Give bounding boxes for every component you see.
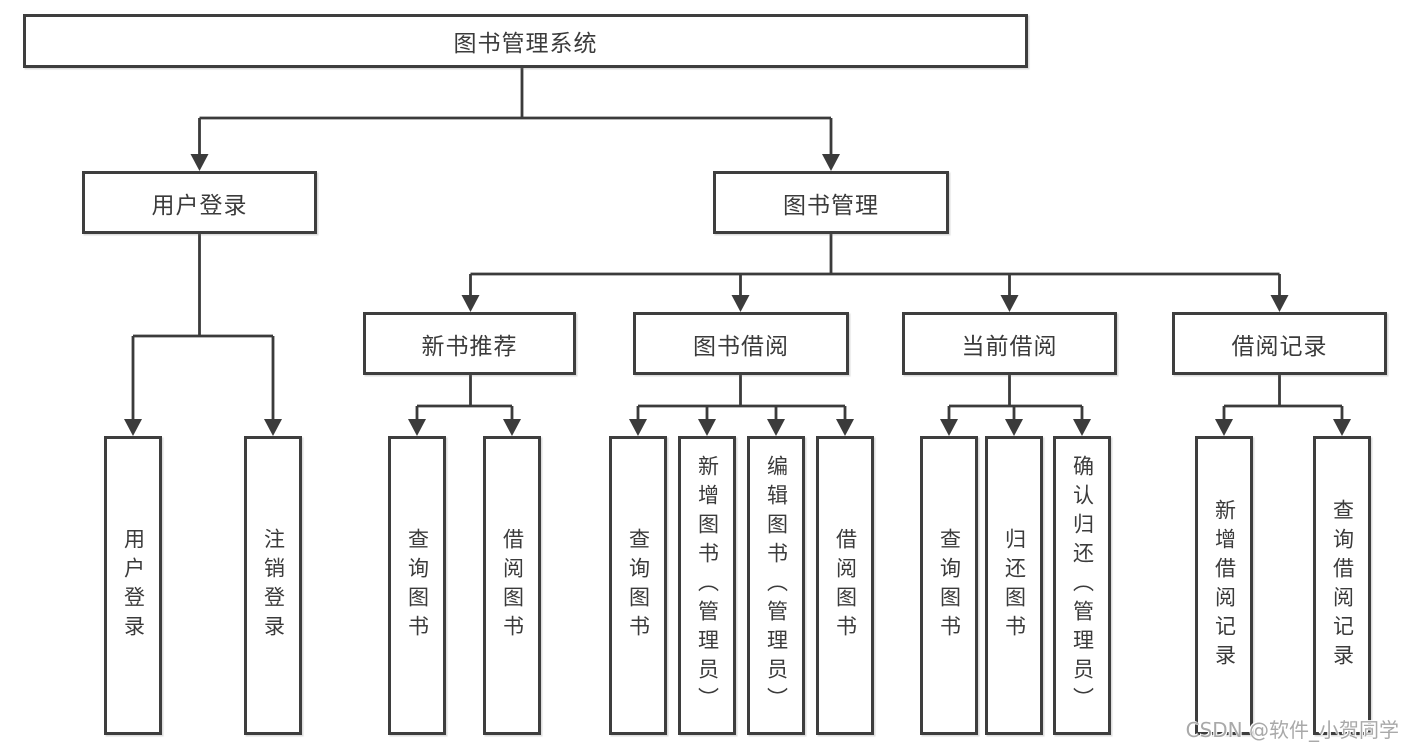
edge-book-management-to-level3 xyxy=(461,234,1289,312)
edge-recommend-to-leaves xyxy=(408,375,521,436)
node-leaf-logout: 注销登录 xyxy=(244,436,302,735)
node-label: 归还图书 xyxy=(1002,527,1027,644)
node-leaf-recommend-query-books: 查询图书 xyxy=(388,436,446,735)
node-label: 借阅图书 xyxy=(500,527,525,644)
node-label: 查询图书 xyxy=(937,527,962,644)
node-label: 用户登录 xyxy=(121,527,146,644)
node-label: 用户登录 xyxy=(151,192,248,219)
node-leaf-user-login: 用户登录 xyxy=(104,436,162,735)
node-user-login: 用户登录 xyxy=(82,171,317,234)
node-label: 查询借阅记录 xyxy=(1330,498,1355,673)
node-label: 图书借阅 xyxy=(693,333,789,360)
edge-root-to-level2 xyxy=(190,68,840,171)
node-borrow-records: 借阅记录 xyxy=(1172,312,1387,375)
csdn-watermark: CSDN @软件_小贺同学 xyxy=(1185,718,1399,742)
node-label: 借阅记录 xyxy=(1231,333,1328,360)
node-label: 借阅图书 xyxy=(833,527,858,644)
node-label: 新增借阅记录 xyxy=(1212,498,1237,673)
node-label: 查询图书 xyxy=(405,527,430,644)
node-new-book-recommend: 新书推荐 xyxy=(363,312,576,375)
node-label: 新增图书（管理员） xyxy=(695,455,720,716)
node-label: 图书管理系统 xyxy=(453,31,598,57)
node-label: 查询图书 xyxy=(626,527,651,644)
node-leaf-current-query-books: 查询图书 xyxy=(920,436,978,735)
node-library-management-system: 图书管理系统 xyxy=(23,14,1028,68)
node-leaf-borrow-borrow-books: 借阅图书 xyxy=(816,436,874,735)
node-current-borrow: 当前借阅 xyxy=(902,312,1117,375)
edge-user-login-to-leaves xyxy=(124,234,282,436)
node-book-borrow: 图书借阅 xyxy=(633,312,849,375)
node-label: 图书管理 xyxy=(783,192,879,219)
node-leaf-add-borrow-record: 新增借阅记录 xyxy=(1195,436,1253,735)
node-leaf-borrow-add-books-admin: 新增图书（管理员） xyxy=(678,436,736,735)
edge-records-to-leaves xyxy=(1215,375,1351,436)
edge-borrow-to-leaves xyxy=(629,375,854,436)
node-label: 编辑图书（管理员） xyxy=(764,455,789,716)
node-leaf-current-confirm-return-admin: 确认归还（管理员） xyxy=(1053,436,1111,735)
node-label: 确认归还（管理员） xyxy=(1070,455,1095,716)
node-book-management: 图书管理 xyxy=(713,171,949,234)
edge-current-to-leaves xyxy=(940,375,1091,436)
node-leaf-query-borrow-record: 查询借阅记录 xyxy=(1313,436,1371,735)
node-label: 当前借阅 xyxy=(961,333,1058,360)
node-label: 注销登录 xyxy=(261,527,286,644)
node-label: 新书推荐 xyxy=(421,333,518,360)
node-leaf-borrow-query-books: 查询图书 xyxy=(609,436,667,735)
node-leaf-current-return-books: 归还图书 xyxy=(985,436,1043,735)
node-leaf-borrow-edit-books-admin: 编辑图书（管理员） xyxy=(747,436,805,735)
node-leaf-recommend-borrow-books: 借阅图书 xyxy=(483,436,541,735)
